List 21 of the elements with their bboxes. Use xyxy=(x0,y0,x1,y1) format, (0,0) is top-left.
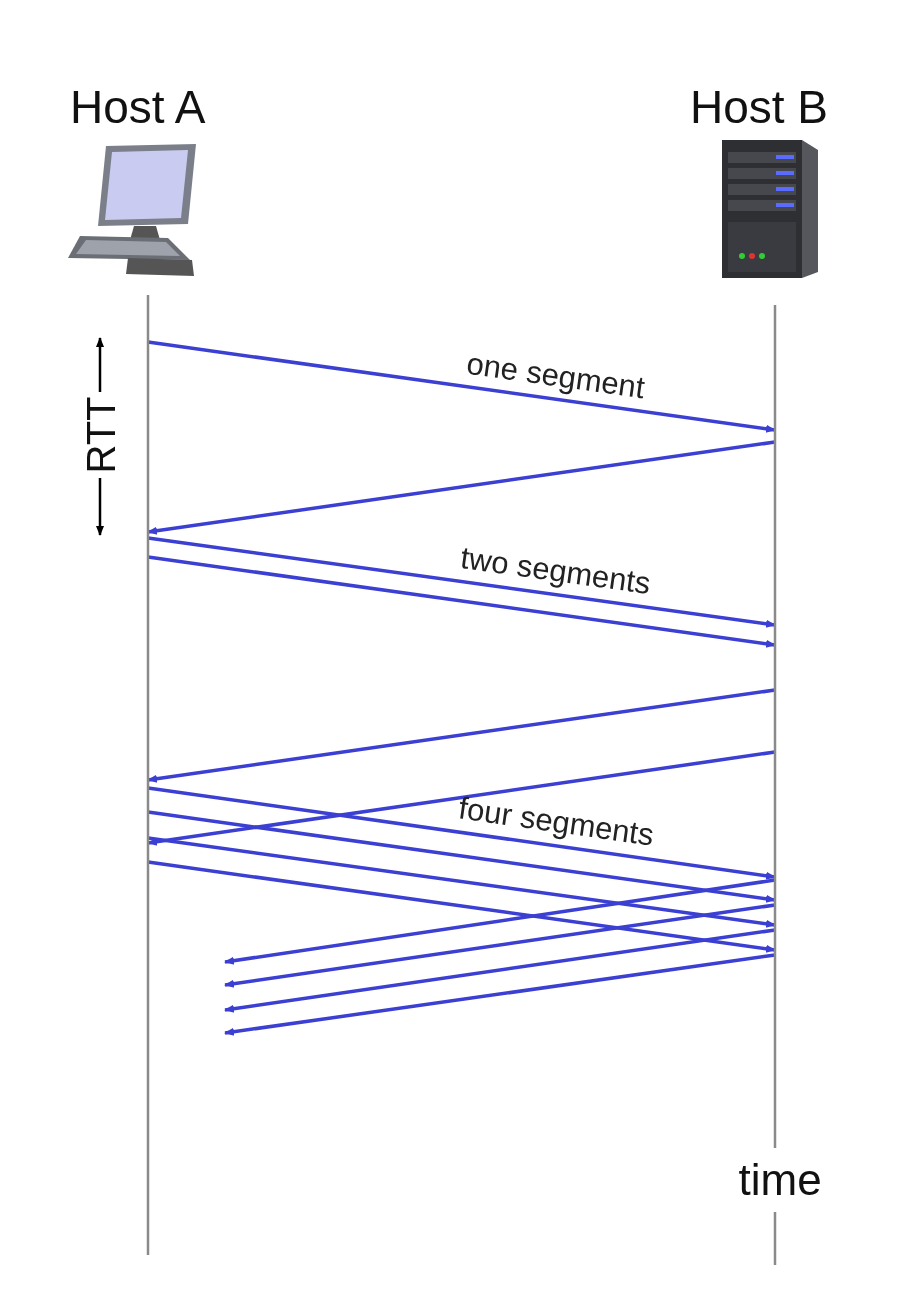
arrow xyxy=(224,903,776,988)
time-label: time xyxy=(738,1158,822,1202)
arrow xyxy=(224,953,776,1036)
arrow xyxy=(147,810,776,903)
edge-label: two segments xyxy=(458,542,653,600)
arrow xyxy=(147,786,776,880)
arrow xyxy=(147,688,776,783)
arrow xyxy=(147,440,776,535)
host-label: Host B xyxy=(690,84,829,130)
arrow xyxy=(147,555,776,648)
arrow xyxy=(224,878,776,965)
rtt-label: RTT xyxy=(80,396,120,474)
arrow xyxy=(147,750,776,846)
arrow xyxy=(147,340,776,433)
arrow xyxy=(147,836,776,928)
arrow xyxy=(224,928,776,1013)
edge-label: four segments xyxy=(456,792,656,851)
host-label: Host A xyxy=(70,84,206,130)
arrow xyxy=(147,536,776,628)
edge-label: one segment xyxy=(464,347,647,403)
arrow xyxy=(147,860,776,953)
